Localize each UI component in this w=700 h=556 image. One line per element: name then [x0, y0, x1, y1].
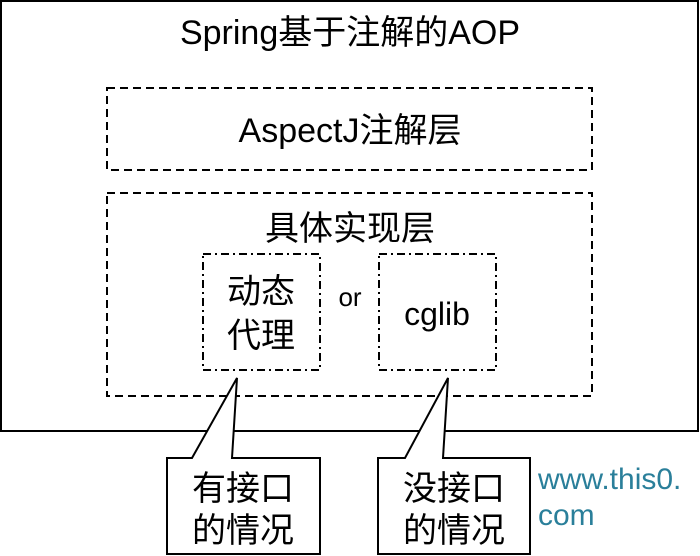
watermark: www.this0.com — [538, 463, 682, 532]
impl-layer-label: 具体实现层 — [265, 210, 435, 248]
callout-with-interface — [166, 377, 321, 555]
dynamic-proxy-box — [202, 253, 321, 371]
callout-without-interface — [377, 377, 531, 555]
callout-without-interface-line2: 的情况 — [403, 512, 505, 550]
or-label: or — [338, 282, 361, 312]
dynamic-proxy-line1: 动态 — [227, 273, 295, 311]
aspectj-layer-box — [106, 87, 593, 171]
cglib-label: cglib — [404, 296, 470, 332]
cglib-box — [378, 253, 497, 371]
callout-with-interface-line2: 的情况 — [192, 512, 294, 550]
aspectj-layer-label: AspectJ注解层 — [239, 112, 462, 150]
callout-without-interface-line1: 没接口 — [403, 470, 505, 508]
outer-box — [0, 0, 699, 432]
callout-with-interface-line1: 有接口 — [192, 470, 294, 508]
dynamic-proxy-line2: 代理 — [227, 317, 295, 355]
diagram-title: Spring基于注解的AOP — [180, 14, 520, 52]
impl-layer-box — [106, 192, 593, 397]
